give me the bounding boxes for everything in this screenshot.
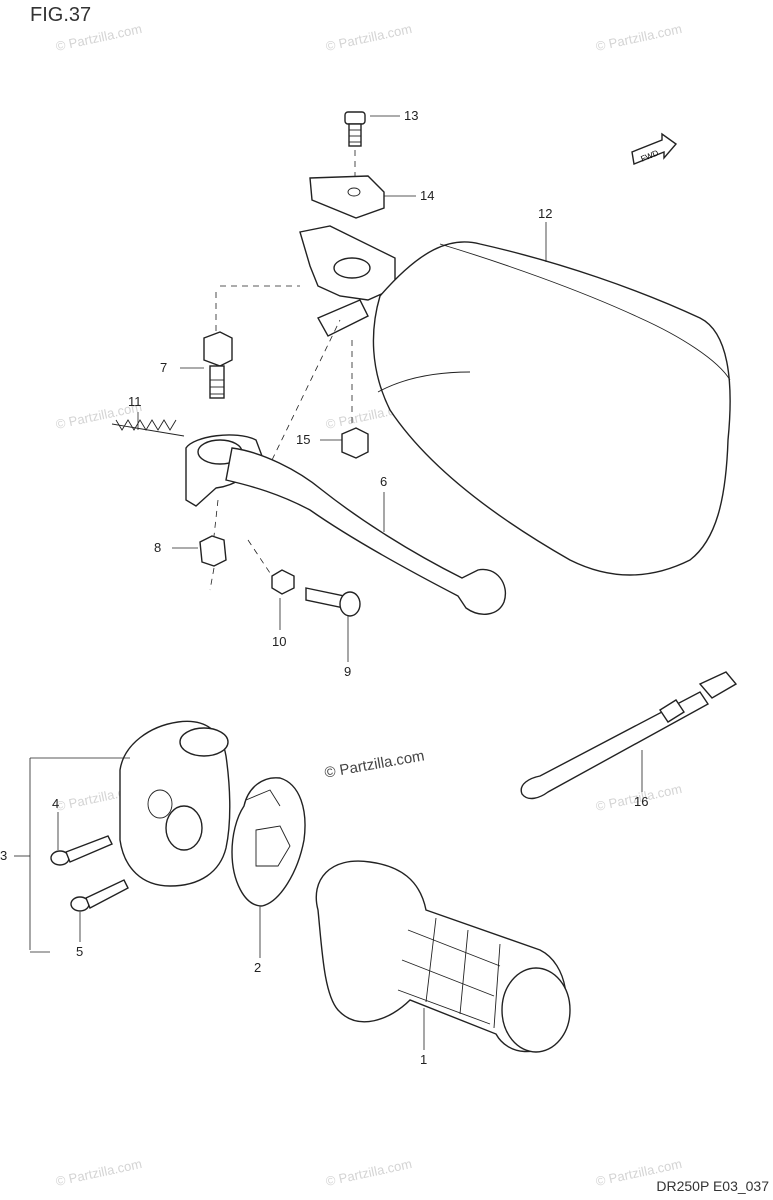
callout-3: 3: [0, 848, 8, 863]
part-7-bolt: [203, 331, 233, 399]
part-12-handguard: [372, 241, 731, 576]
callout-14: 14: [420, 188, 435, 203]
part-14-clamp: [309, 175, 385, 219]
callout-15: 15: [296, 432, 311, 447]
callout-5: 5: [76, 944, 84, 959]
part-8-collar: [199, 535, 227, 567]
handguard-bracket: [299, 225, 396, 337]
callout-13: 13: [404, 108, 419, 123]
part-4-screw: [50, 835, 113, 866]
part-1-grip: [315, 860, 571, 1053]
callout-11: 11: [128, 394, 142, 409]
part-15-nut: [341, 427, 369, 459]
part-6-clutch-lever: [225, 319, 507, 615]
callout-1: 1: [420, 1052, 428, 1067]
part-5-screw: [70, 879, 129, 912]
part-2-pulley-plate: [231, 777, 306, 907]
part-3-switch-housing: [119, 720, 231, 887]
callout-16: 16: [634, 794, 649, 809]
part-10-nut: [271, 569, 295, 595]
figure-code: DR250P E03_037: [656, 1178, 769, 1194]
callout-2: 2: [254, 960, 262, 975]
figure-title: FIG.37: [30, 4, 92, 26]
part-16-cable-tie: [520, 671, 738, 800]
leader-lines: [14, 115, 643, 1050]
part-11-spring: [111, 419, 185, 437]
callout-10: 10: [272, 634, 287, 649]
callout-9: 9: [344, 664, 352, 679]
callout-4: 4: [52, 796, 60, 811]
callout-8: 8: [154, 540, 162, 555]
callout-7: 7: [160, 360, 168, 375]
fwd-arrow-icon: FWD: [631, 132, 678, 165]
callout-12: 12: [538, 206, 553, 221]
part-13-bolt: [344, 111, 366, 147]
part-9-bolt: [305, 587, 361, 617]
callout-6: 6: [380, 474, 388, 489]
